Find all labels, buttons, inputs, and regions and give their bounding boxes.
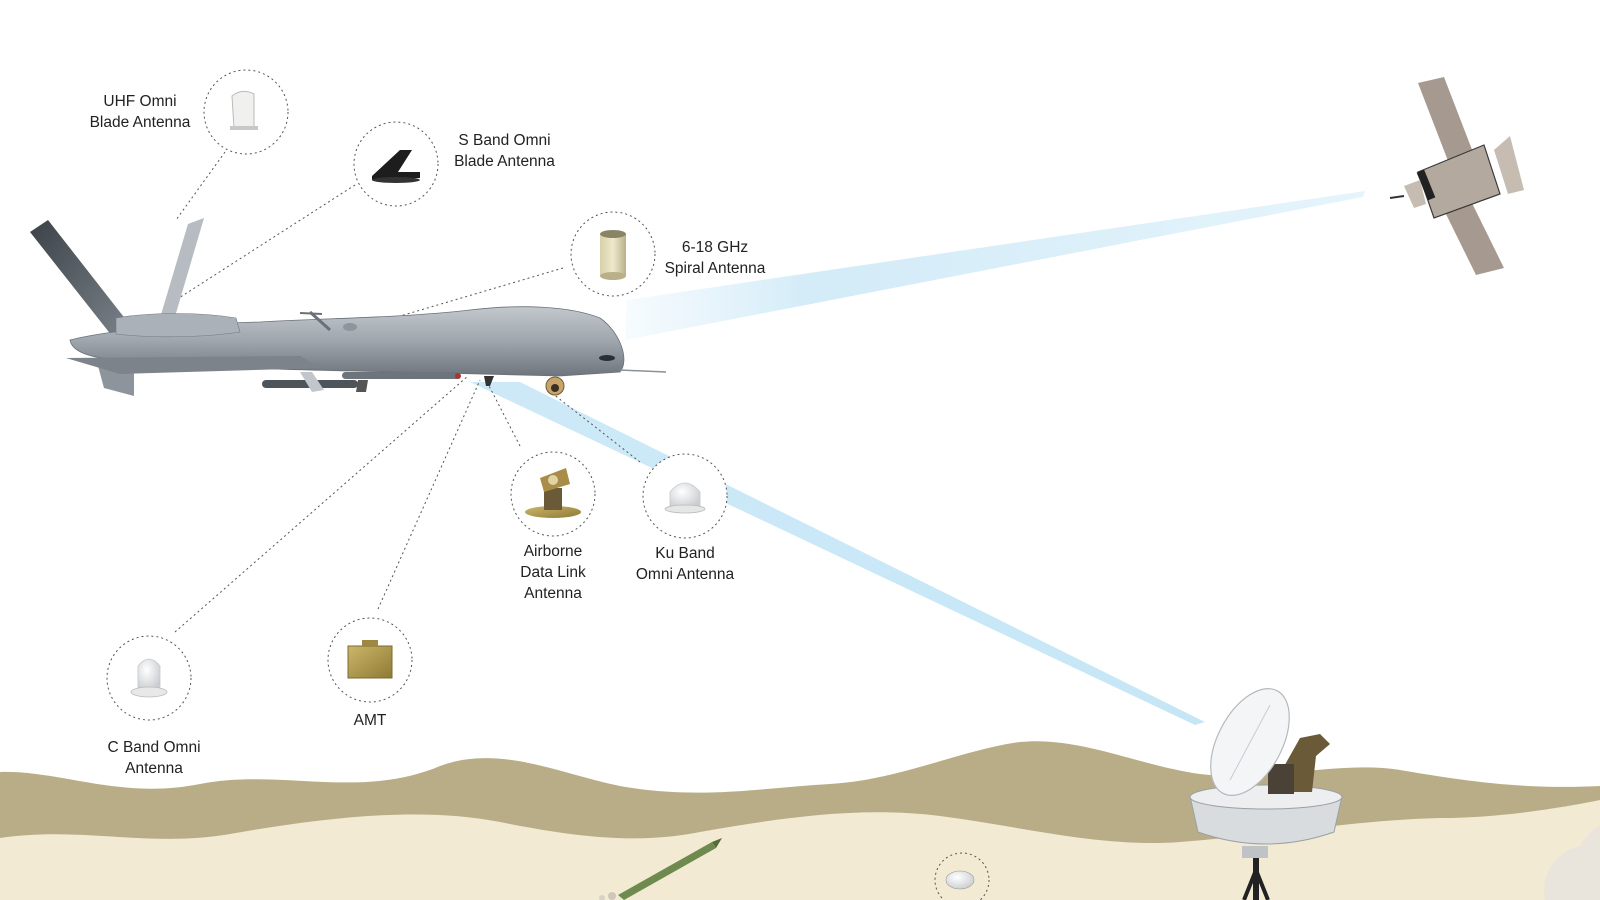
datalink-callout (510, 451, 596, 537)
amt-box-icon (347, 640, 393, 679)
cband-callout (106, 635, 192, 721)
ground-missile (599, 838, 722, 900)
sband-callout (353, 121, 439, 207)
uhf-blade-antenna-icon (230, 90, 258, 130)
leader-lines (167, 151, 641, 633)
ku-callout (642, 453, 728, 539)
satellite-link-beam (625, 191, 1365, 340)
c-band-omni-antenna-icon (130, 658, 168, 698)
ground-station-dish (1189, 688, 1343, 900)
amt-label: AMT (353, 712, 387, 729)
smoke-plume (1544, 825, 1600, 900)
satellite (1389, 77, 1524, 275)
amt-callout (327, 617, 413, 703)
ku-omni-antenna-icon (664, 482, 706, 514)
uav-drone (30, 218, 667, 396)
dunes-front (0, 800, 1600, 900)
spiral-antenna-icon (600, 230, 626, 280)
ground-dome-callout (934, 852, 990, 900)
data-link-antenna-icon (525, 468, 581, 518)
spiral-callout (570, 211, 656, 297)
ground-link-beam (470, 382, 1205, 725)
uhf-callout (203, 69, 289, 155)
s-band-blade-antenna-icon (372, 150, 420, 183)
